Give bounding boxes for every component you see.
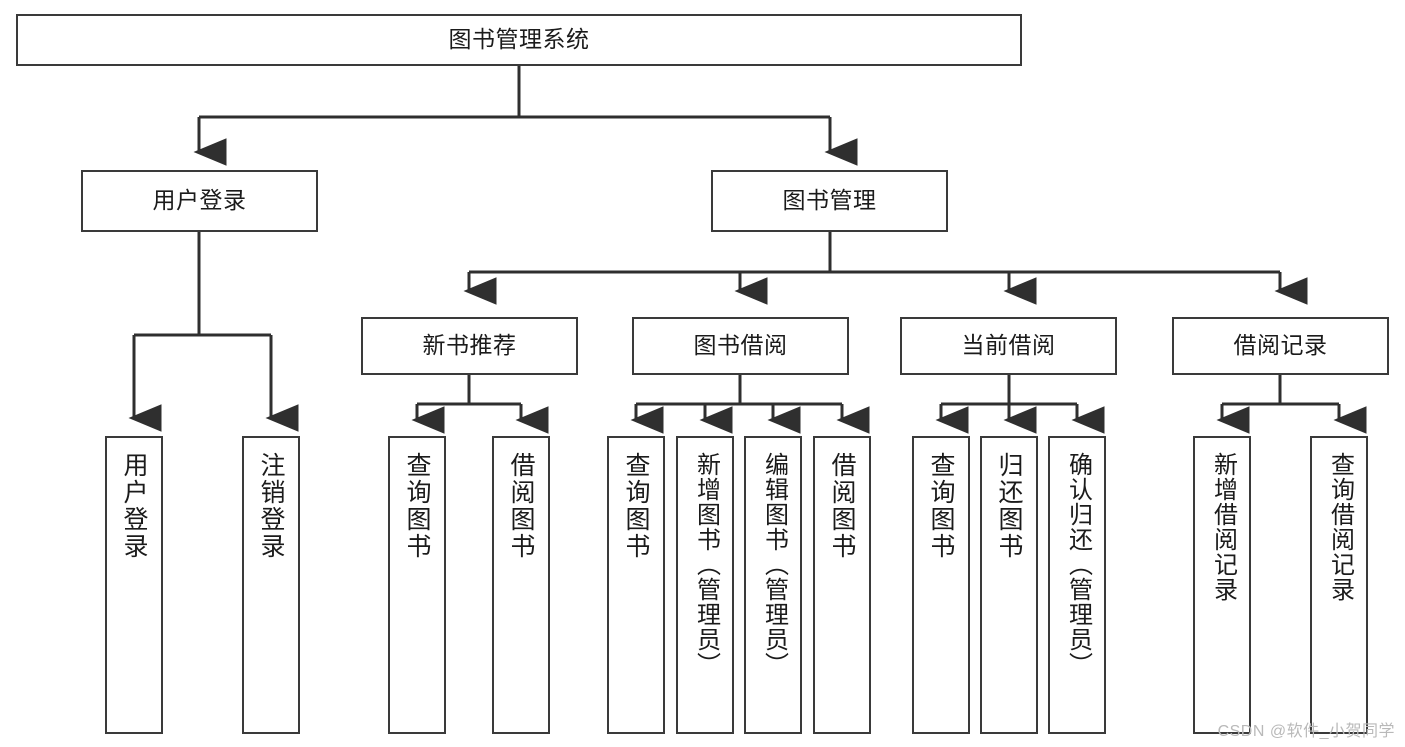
node-current-borrow[interactable]: 当前借阅 — [900, 317, 1117, 375]
node-label: 新书推荐 — [422, 332, 517, 359]
node-book-borrow[interactable]: 图书借阅 — [632, 317, 849, 375]
node-label: 确认归还（管理员） — [1064, 452, 1092, 677]
node-label: 图书管理系统 — [448, 26, 590, 53]
leaf-current-borrow-confirm-return-admin[interactable]: 确认归还（管理员） — [1048, 436, 1106, 734]
node-label: 归还图书 — [995, 452, 1023, 560]
node-label: 查询图书 — [403, 452, 431, 560]
node-label: 图书管理 — [782, 187, 877, 214]
node-label: 借阅记录 — [1233, 332, 1328, 359]
node-label: 查询图书 — [622, 452, 650, 560]
node-label: 用户登录 — [152, 187, 247, 214]
node-label: 查询图书 — [927, 452, 955, 560]
node-label: 借阅图书 — [507, 452, 535, 560]
node-label: 用户登录 — [120, 452, 148, 560]
node-label: 查询借阅记录 — [1326, 452, 1354, 602]
leaf-borrow-record-query-record[interactable]: 查询借阅记录 — [1310, 436, 1368, 734]
node-label: 当前借阅 — [961, 332, 1056, 359]
leaf-borrow-record-add-record[interactable]: 新增借阅记录 — [1193, 436, 1251, 734]
leaf-book-borrow-edit-book-admin[interactable]: 编辑图书（管理员） — [744, 436, 802, 734]
leaf-new-book-borrow-book[interactable]: 借阅图书 — [492, 436, 550, 734]
leaf-new-book-query-book[interactable]: 查询图书 — [388, 436, 446, 734]
leaf-book-borrow-query-book[interactable]: 查询图书 — [607, 436, 665, 734]
node-new-book-recommend[interactable]: 新书推荐 — [361, 317, 578, 375]
node-label: 新增图书（管理员） — [692, 452, 720, 677]
leaf-book-borrow-borrow-book[interactable]: 借阅图书 — [813, 436, 871, 734]
node-book-management[interactable]: 图书管理 — [711, 170, 948, 232]
leaf-user-login-login[interactable]: 用户登录 — [105, 436, 163, 734]
csdn-watermark: CSDN @软件_小贺同学 — [1217, 723, 1395, 740]
leaf-user-login-logout[interactable]: 注销登录 — [242, 436, 300, 734]
node-borrow-record[interactable]: 借阅记录 — [1172, 317, 1389, 375]
node-label: 编辑图书（管理员） — [760, 452, 788, 677]
node-user-login[interactable]: 用户登录 — [81, 170, 318, 232]
leaf-current-borrow-return-book[interactable]: 归还图书 — [980, 436, 1038, 734]
node-label: 图书借阅 — [693, 332, 788, 359]
leaf-current-borrow-query-book[interactable]: 查询图书 — [912, 436, 970, 734]
node-root-system[interactable]: 图书管理系统 — [16, 14, 1022, 66]
node-label: 注销登录 — [257, 452, 285, 560]
node-label: 新增借阅记录 — [1209, 452, 1237, 602]
leaf-book-borrow-add-book-admin[interactable]: 新增图书（管理员） — [676, 436, 734, 734]
node-label: 借阅图书 — [828, 452, 856, 560]
